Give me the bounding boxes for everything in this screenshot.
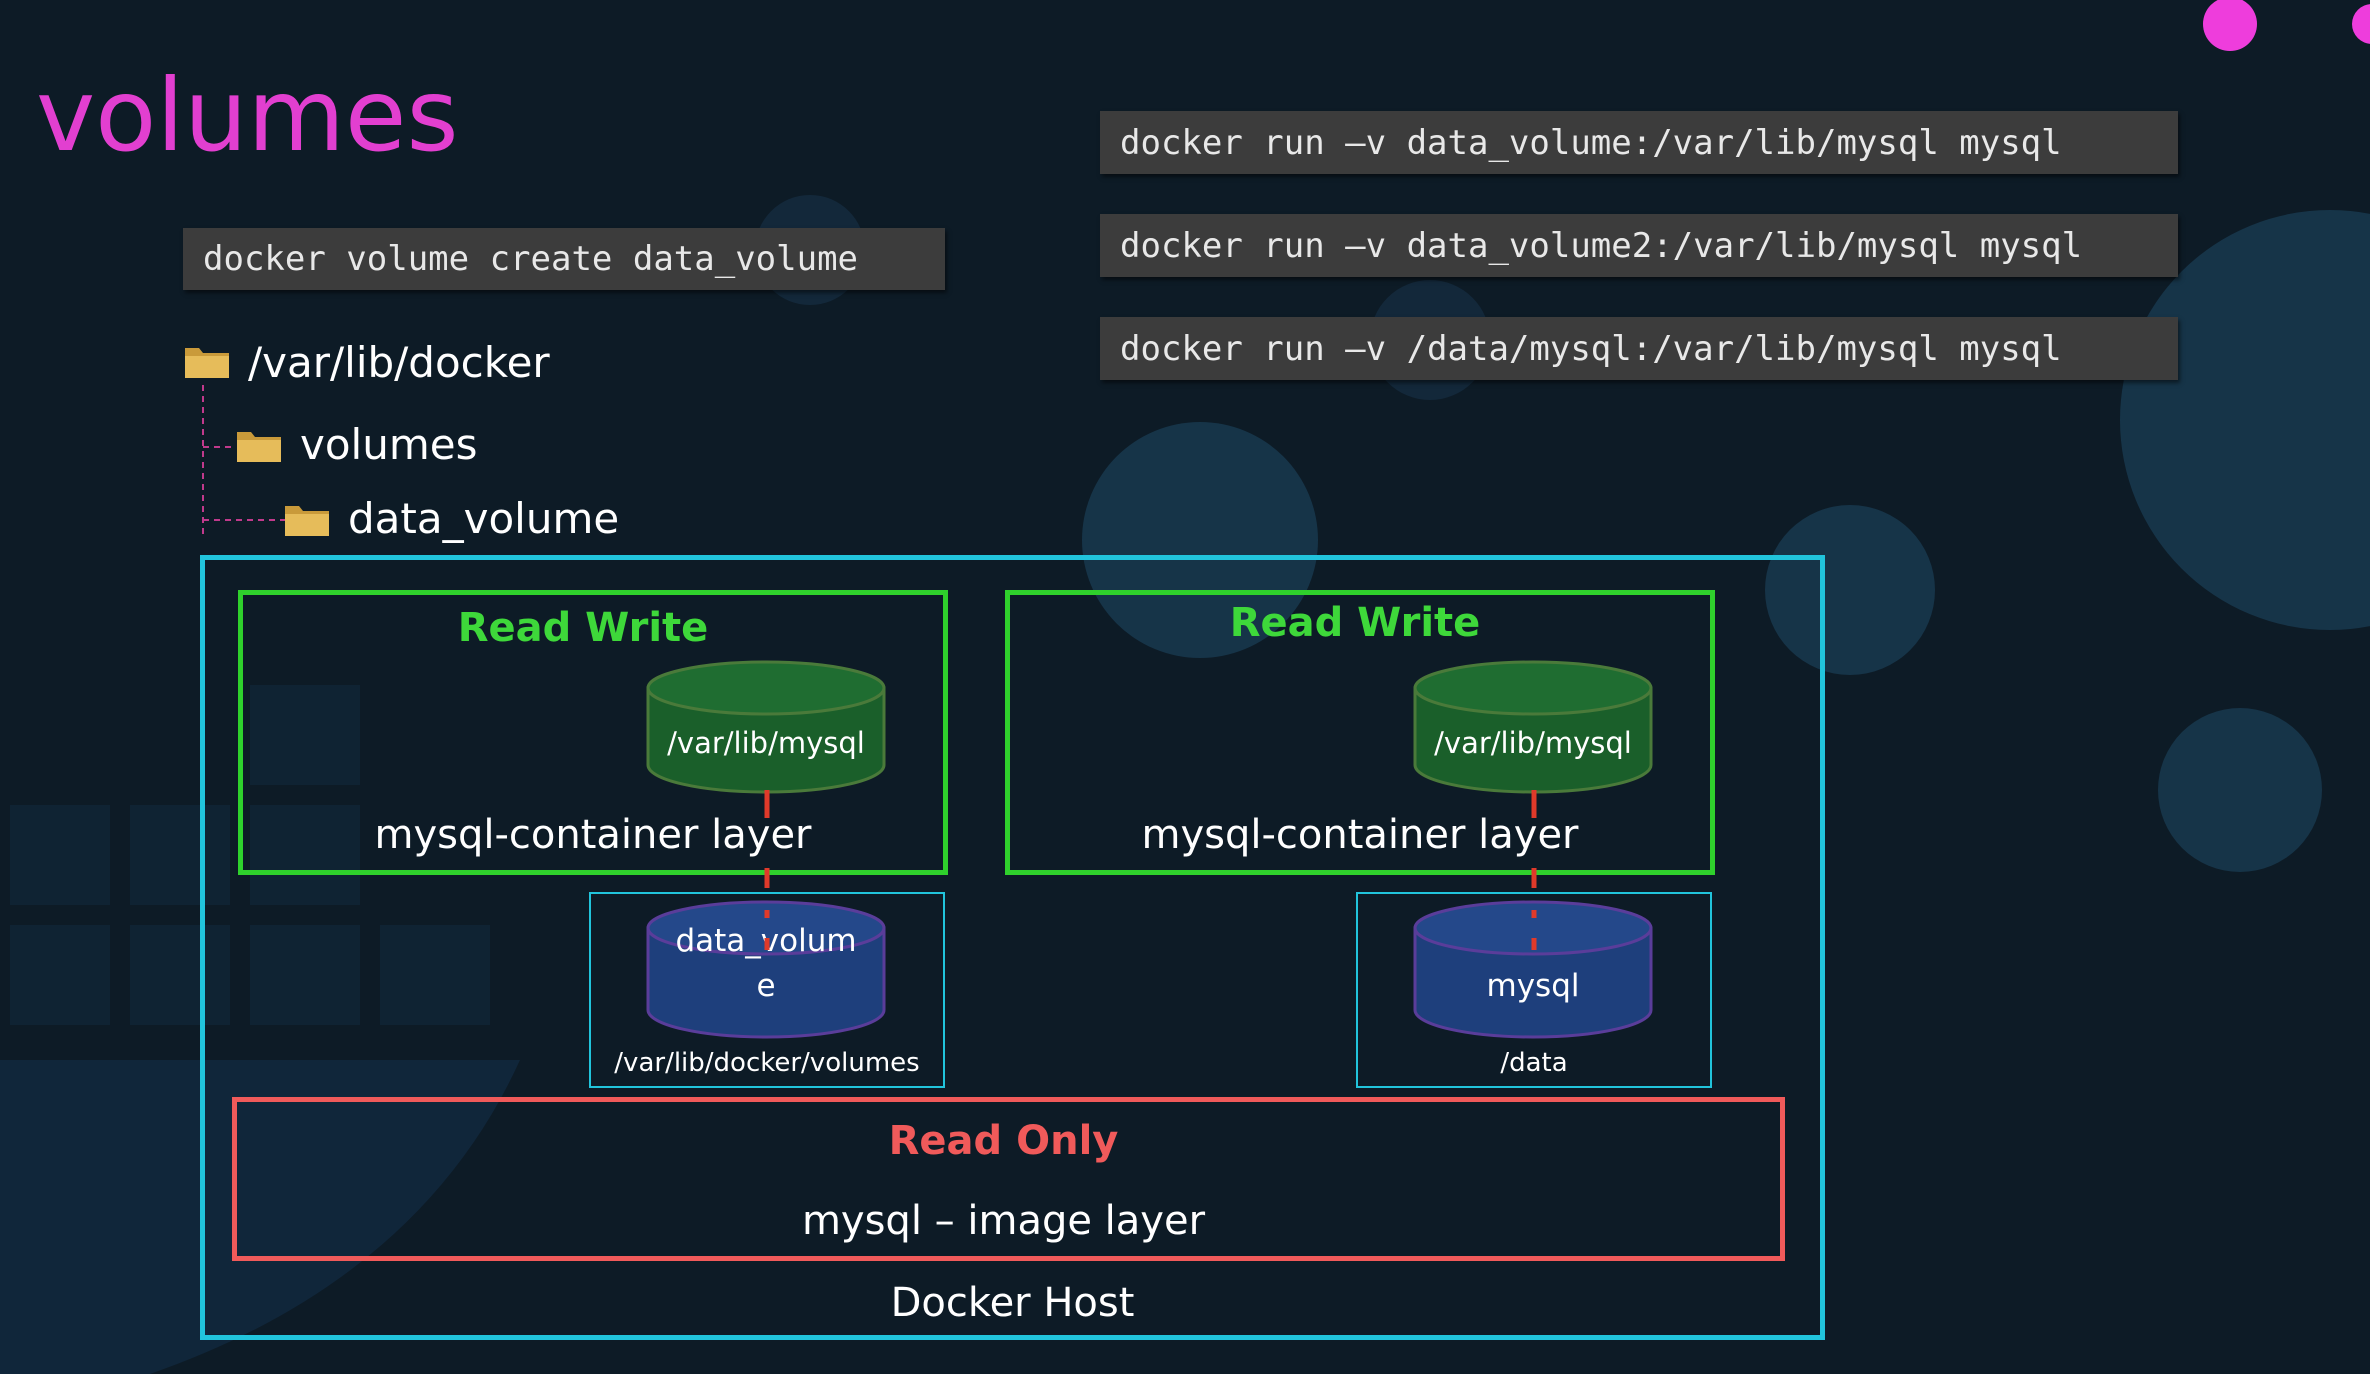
left-mount-link	[764, 790, 770, 950]
right-mount-link	[1531, 790, 1537, 950]
left-volume-path: /var/lib/docker/volumes	[614, 1048, 920, 1078]
tree-root-label: /var/lib/docker	[248, 338, 550, 387]
right-volume-box	[1356, 892, 1712, 1088]
docker-host-label: Docker Host	[890, 1280, 1135, 1326]
tree-connector	[202, 385, 285, 535]
run-command-1: docker run –v data_volume:/var/lib/mysql…	[1100, 111, 2178, 174]
run-command-3: docker run –v /data/mysql:/var/lib/mysql…	[1100, 317, 2178, 380]
left-container-layer-label: mysql-container layer	[374, 812, 812, 858]
right-read-write-label: Read Write	[1229, 600, 1481, 646]
right-volume-path: /data	[1500, 1048, 1568, 1078]
right-read-write-box	[1005, 590, 1715, 875]
pink-dot-icon	[2203, 0, 2257, 51]
left-read-write-box	[238, 590, 948, 875]
folder-icon	[285, 506, 329, 536]
right-volume-label: mysql	[1486, 968, 1580, 1004]
folder-icon	[237, 432, 281, 462]
left-mount-cylinder	[646, 660, 886, 794]
image-layer-label: mysql – image layer	[801, 1198, 1206, 1244]
right-volume-cylinder	[1413, 900, 1653, 1039]
tree-data-volume-label: data_volume	[348, 494, 620, 543]
page-title: volumes	[36, 57, 459, 174]
run-command-2: docker run –v data_volume2:/var/lib/mysq…	[1100, 214, 2178, 277]
tree-volumes-label: volumes	[300, 420, 478, 469]
right-container-layer-label: mysql-container layer	[1141, 812, 1579, 858]
left-volume-label-line2: e	[756, 968, 776, 1004]
left-volume-cylinder	[646, 900, 886, 1039]
volume-create-command: docker volume create data_volume	[183, 228, 945, 290]
left-volume-box	[589, 892, 945, 1088]
right-mount-label: /var/lib/mysql	[1434, 726, 1632, 760]
docker-host-box	[200, 555, 1825, 1340]
folder-icon	[185, 348, 229, 378]
left-read-write-label: Read Write	[457, 605, 709, 651]
read-only-box	[232, 1097, 1785, 1261]
left-mount-label: /var/lib/mysql	[667, 726, 865, 760]
read-only-label: Read Only	[888, 1118, 1119, 1164]
right-mount-cylinder	[1413, 660, 1653, 794]
